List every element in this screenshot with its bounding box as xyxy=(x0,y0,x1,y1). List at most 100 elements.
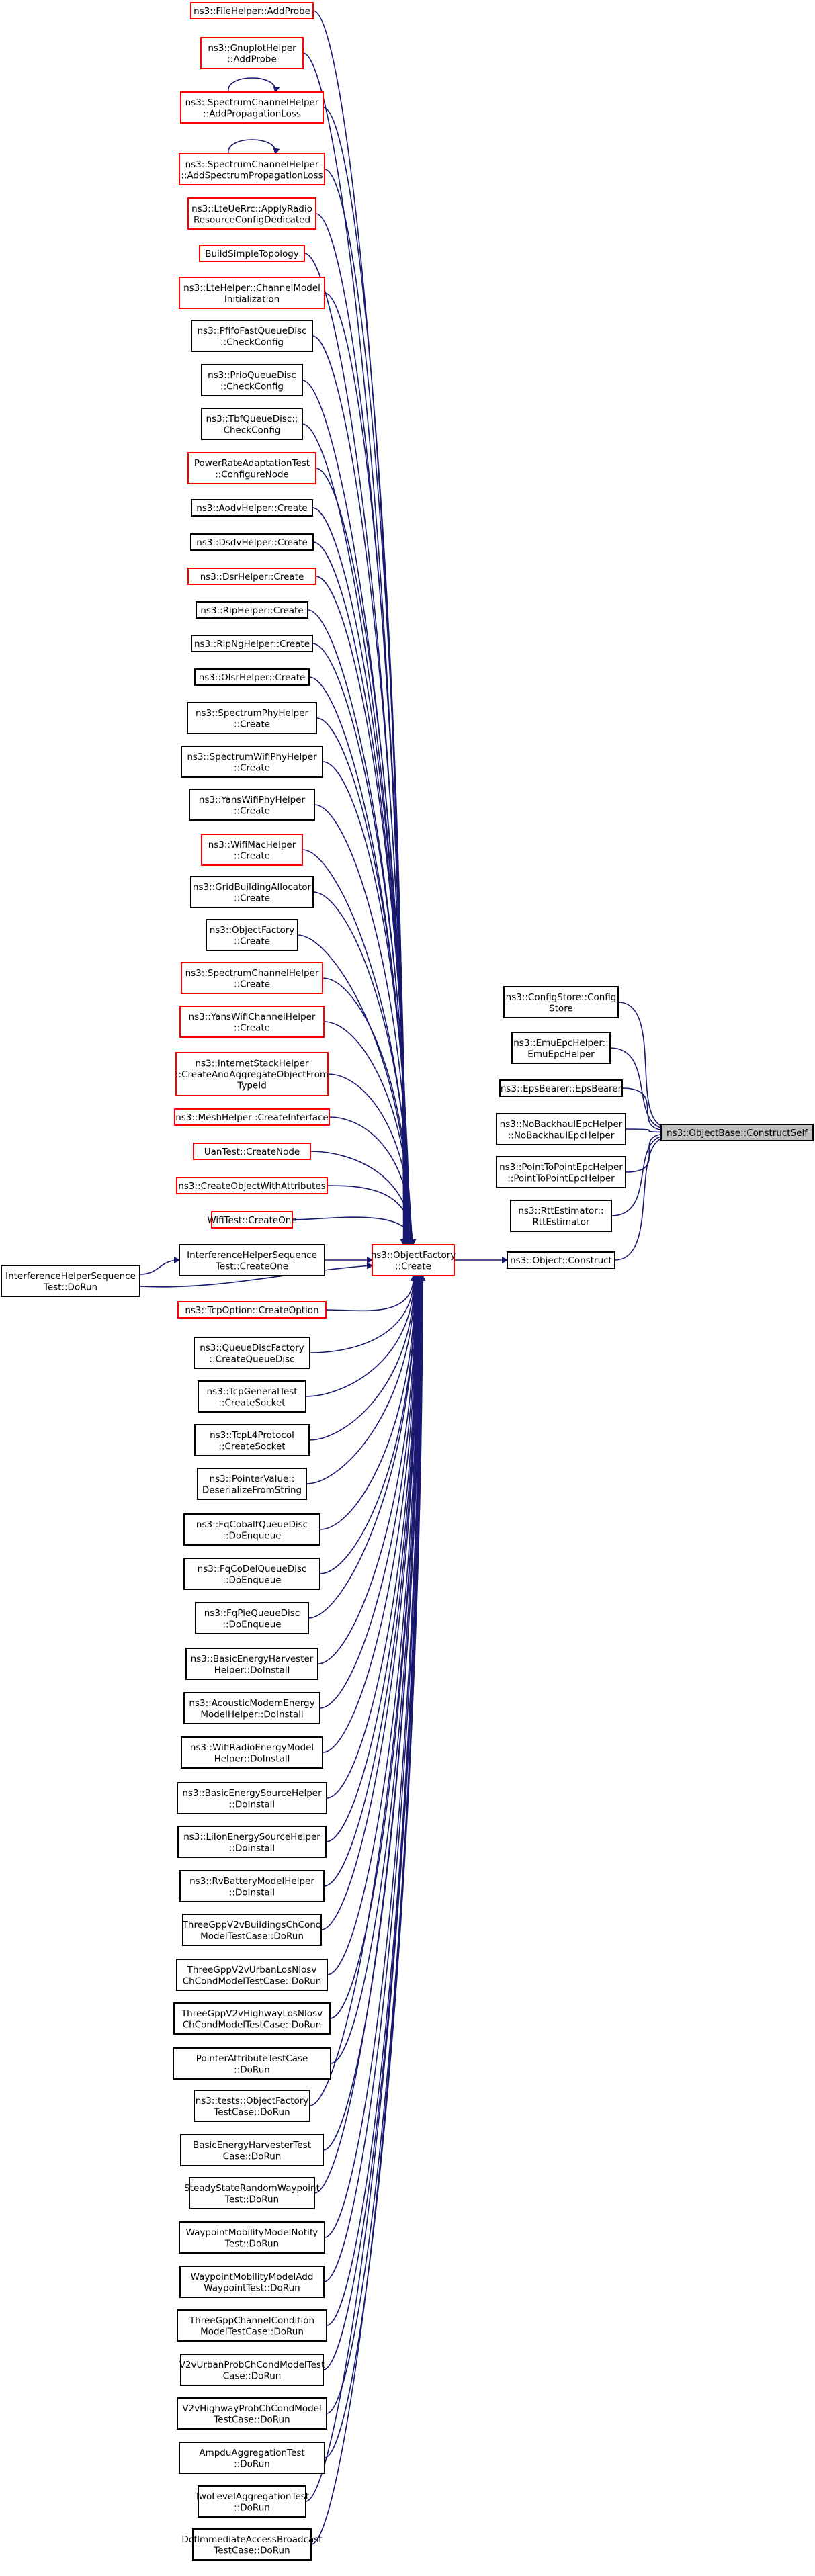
node-caller-c46[interactable]: ThreeGppV2vUrbanLosNlosvChCondModelTestC… xyxy=(176,1959,328,1991)
node-p2p-epc-label-line: ns3::PointToPointEpcHelper xyxy=(499,1162,623,1173)
node-object-construct-box xyxy=(507,1251,615,1269)
node-caller-c7-label-line: ns3::PfifoFastQueueDisc xyxy=(197,326,306,337)
node-interference-dorun-box xyxy=(1,1265,140,1297)
node-rtt-estimator[interactable]: ns3::RttEstimator::RttEstimator xyxy=(510,1200,612,1232)
node-caller-c27[interactable]: UanTest::CreateNode xyxy=(193,1143,311,1160)
node-caller-c29-box xyxy=(211,1211,293,1229)
node-no-backhaul[interactable]: ns3::NoBackhaulEpcHelper::NoBackhaulEpcH… xyxy=(496,1113,626,1145)
node-caller-c57[interactable]: AmpduAggregationTest::DoRun xyxy=(179,2442,325,2474)
node-caller-c12[interactable]: ns3::DsdvHelper::Create xyxy=(190,533,314,551)
node-caller-c16[interactable]: ns3::OlsrHelper::Create xyxy=(194,668,310,686)
node-caller-c2[interactable]: ns3::SpectrumChannelHelper::AddPropagati… xyxy=(180,91,324,124)
edge-caller-to-factory xyxy=(325,1276,413,1312)
node-caller-c10[interactable]: PowerRateAdaptationTest::ConfigureNode xyxy=(187,452,316,484)
node-caller-c7[interactable]: ns3::PfifoFastQueueDisc::CheckConfig xyxy=(191,320,313,352)
node-caller-c5[interactable]: BuildSimpleTopology xyxy=(199,245,305,262)
node-caller-c57-label-line: ::DoRun xyxy=(234,2458,270,2469)
node-caller-c18[interactable]: ns3::SpectrumWifiPhyHelper::Create xyxy=(181,746,323,778)
node-caller-c2-label-line: ::AddPropagationLoss xyxy=(203,108,301,119)
node-caller-c14[interactable]: ns3::RipHelper::Create xyxy=(196,601,308,619)
node-caller-c38[interactable]: ns3::FqPieQueueDisc::DoEnqueue xyxy=(195,1602,309,1634)
node-caller-c47[interactable]: ThreeGppV2vHighwayLosNlosvChCondModelTes… xyxy=(173,2002,331,2035)
node-caller-c35[interactable]: ns3::PointerValue::DeserializeFromString xyxy=(197,1468,307,1500)
node-eps-bearer[interactable]: ns3::EpsBearer::EpsBearer xyxy=(499,1079,623,1097)
node-caller-c52-label-line: WaypointMobilityModelNotify xyxy=(186,2227,318,2238)
node-caller-c40[interactable]: ns3::AcousticModemEnergyModelHelper::DoI… xyxy=(183,1692,320,1724)
node-construct-self[interactable]: ns3::ObjectBase::ConstructSelf xyxy=(660,1124,814,1141)
node-caller-c11-box xyxy=(191,499,313,517)
node-emu-epc[interactable]: ns3::EmuEpcHelper::EmuEpcHelper xyxy=(511,1032,611,1064)
node-caller-c23-label-line: ::Create xyxy=(234,979,270,989)
node-caller-c58[interactable]: TwoLevelAggregationTest::DoRun xyxy=(194,2485,309,2518)
node-caller-c46-label-line: ThreeGppV2vUrbanLosNlosv xyxy=(187,1965,317,1975)
node-config-store-box xyxy=(503,986,619,1018)
node-caller-c34[interactable]: ns3::TcpL4Protocol::CreateSocket xyxy=(194,1424,310,1456)
node-objectfactory-create[interactable]: ns3::ObjectFactory::Create xyxy=(371,1244,456,1276)
node-caller-c25[interactable]: ns3::InternetStackHelper::CreateAndAggre… xyxy=(175,1052,329,1096)
node-p2p-epc[interactable]: ns3::PointToPointEpcHelper::PointToPoint… xyxy=(496,1156,626,1188)
node-caller-c19[interactable]: ns3::YansWifiPhyHelper::Create xyxy=(189,789,315,821)
node-caller-c26[interactable]: ns3::MeshHelper::CreateInterface xyxy=(174,1108,330,1126)
node-config-store[interactable]: ns3::ConfigStore::ConfigStore xyxy=(503,986,619,1018)
node-object-construct[interactable]: ns3::Object::Construct xyxy=(507,1251,615,1269)
node-caller-c59[interactable]: DcfImmediateAccessBroadcastTestCase::DoR… xyxy=(181,2528,323,2561)
node-caller-c8[interactable]: ns3::PrioQueueDisc::CheckConfig xyxy=(201,364,303,396)
node-caller-c3[interactable]: ns3::SpectrumChannelHelper::AddSpectrumP… xyxy=(179,153,325,185)
node-caller-c0[interactable]: ns3::FileHelper::AddProbe xyxy=(190,2,314,19)
edge-caller-to-factory xyxy=(309,1276,414,1353)
node-caller-c22-label-line: ns3::ObjectFactory xyxy=(210,925,295,936)
node-caller-c11[interactable]: ns3::AodvHelper::Create xyxy=(191,499,313,517)
node-caller-c9-label-line: ns3::TbfQueueDisc:: xyxy=(206,414,298,425)
node-caller-c37[interactable]: ns3::FqCoDelQueueDisc::DoEnqueue xyxy=(183,1558,320,1590)
node-caller-c43[interactable]: ns3::LiIonEnergySourceHelper::DoInstall xyxy=(177,1826,327,1858)
node-caller-c9[interactable]: ns3::TbfQueueDisc::CheckConfig xyxy=(201,408,303,440)
node-caller-c23[interactable]: ns3::SpectrumChannelHelper::Create xyxy=(181,962,323,994)
node-caller-c42[interactable]: ns3::BasicEnergySourceHelper::DoInstall xyxy=(177,1782,327,1814)
node-caller-c33[interactable]: ns3::TcpGeneralTest::CreateSocket xyxy=(198,1380,306,1413)
node-caller-c13[interactable]: ns3::DsrHelper::Create xyxy=(187,568,316,585)
node-caller-c41[interactable]: ns3::WifiRadioEnergyModelHelper::DoInsta… xyxy=(181,1736,323,1769)
node-caller-c30[interactable]: InterferenceHelperSequenceTest::CreateOn… xyxy=(179,1244,325,1276)
node-caller-c15[interactable]: ns3::RipNgHelper::Create xyxy=(191,635,313,652)
node-caller-c31[interactable]: ns3::TcpOption::CreateOption xyxy=(177,1301,327,1319)
node-caller-c43-box xyxy=(177,1826,327,1858)
node-caller-c29[interactable]: WifiTest::CreateOne xyxy=(207,1211,297,1229)
node-caller-c6[interactable]: ns3::LteHelper::ChannelModelInitializati… xyxy=(179,277,325,309)
node-rtt-estimator-box xyxy=(510,1200,612,1232)
node-caller-c44[interactable]: ns3::RvBatteryModelHelper::DoInstall xyxy=(179,1870,325,1902)
node-caller-c17[interactable]: ns3::SpectrumPhyHelper::Create xyxy=(187,702,317,734)
node-caller-c31-box xyxy=(177,1301,327,1319)
node-caller-c1[interactable]: ns3::GnuplotHelper::AddProbe xyxy=(200,37,304,69)
node-caller-c5-box xyxy=(199,245,305,262)
node-caller-c54-label-line: ThreeGppChannelCondition xyxy=(189,2315,314,2326)
node-caller-c18-box xyxy=(181,746,323,778)
node-caller-c21[interactable]: ns3::GridBuildingAllocator::Create xyxy=(190,876,314,908)
node-caller-c4[interactable]: ns3::LteUeRrc::ApplyRadioResourceConfigD… xyxy=(187,197,316,230)
node-caller-c22[interactable]: ns3::ObjectFactory::Create xyxy=(206,919,298,951)
edge-caller-to-factory xyxy=(327,1073,412,1245)
node-caller-c25-label-line: ns3::InternetStackHelper xyxy=(196,1059,309,1069)
node-caller-c28[interactable]: ns3::CreateObjectWithAttributes xyxy=(176,1177,328,1194)
node-caller-c13-box xyxy=(187,568,316,585)
node-construct-self-label-line: ns3::ObjectBase::ConstructSelf xyxy=(667,1128,808,1139)
node-caller-c20[interactable]: ns3::WifiMacHelper::Create xyxy=(201,834,303,866)
node-caller-c45[interactable]: ThreeGppV2vBuildingsChCondModelTestCase:… xyxy=(182,1914,322,1946)
node-caller-c20-box xyxy=(201,834,303,866)
node-caller-c36[interactable]: ns3::FqCobaltQueueDisc::DoEnqueue xyxy=(183,1513,320,1546)
node-caller-c53-label-line: WaypointMobilityModelAdd xyxy=(191,2272,314,2282)
node-caller-c54[interactable]: ThreeGppChannelConditionModelTestCase::D… xyxy=(177,2309,327,2342)
node-caller-c32[interactable]: ns3::QueueDiscFactory::CreateQueueDisc xyxy=(194,1337,310,1369)
node-caller-c59-label-line: DcfImmediateAccessBroadcast xyxy=(181,2534,322,2545)
node-caller-c39[interactable]: ns3::BasicEnergyHarvesterHelper::DoInsta… xyxy=(185,1648,318,1680)
node-caller-c24[interactable]: ns3::YansWifiChannelHelper::Create xyxy=(179,1006,325,1038)
node-caller-c53[interactable]: WaypointMobilityModelAddWaypointTest::Do… xyxy=(179,2266,325,2298)
node-caller-c48[interactable]: PointerAttributeTestCase::DoRun xyxy=(173,2047,331,2080)
node-caller-c22-label-line: ::Create xyxy=(234,936,270,946)
